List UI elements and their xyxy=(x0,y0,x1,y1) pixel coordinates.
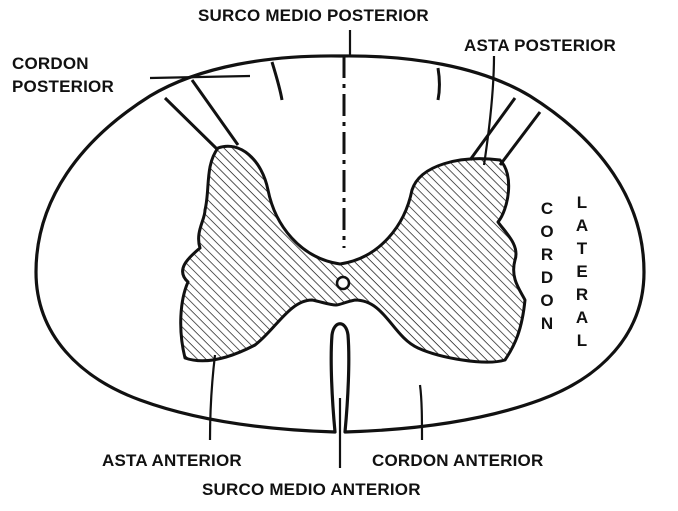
vertical-letter: T xyxy=(572,237,592,260)
leader-asta-posterior xyxy=(484,56,494,165)
posterior-septum-right xyxy=(438,68,440,100)
vertical-letter: R xyxy=(537,243,557,266)
label-cordon-anterior: CORDON ANTERIOR xyxy=(372,451,543,471)
label-cordon-posterior-line1: CORDON xyxy=(12,54,89,74)
posterior-root-right-2 xyxy=(500,112,540,165)
vertical-letter: L xyxy=(572,329,592,352)
label-asta-anterior: ASTA ANTERIOR xyxy=(102,451,242,471)
vertical-letter: O xyxy=(537,220,557,243)
vertical-letter: E xyxy=(572,260,592,283)
vertical-letter: C xyxy=(537,197,557,220)
vertical-letter: D xyxy=(537,266,557,289)
vertical-letter: A xyxy=(572,306,592,329)
vertical-letter: R xyxy=(572,283,592,306)
vertical-letter: N xyxy=(537,312,557,335)
vertical-letter: L xyxy=(572,191,592,214)
label-cordon-posterior-line2: POSTERIOR xyxy=(12,77,114,97)
posterior-root-right xyxy=(470,98,515,160)
central-canal xyxy=(337,277,349,289)
label-surco-medio-posterior: SURCO MEDIO POSTERIOR xyxy=(198,6,429,26)
grey-matter xyxy=(181,146,525,362)
vertical-letter: O xyxy=(537,289,557,312)
label-surco-medio-anterior: SURCO MEDIO ANTERIOR xyxy=(202,480,421,500)
posterior-septum-left xyxy=(272,62,282,100)
leader-asta-anterior xyxy=(210,355,215,440)
label-asta-posterior: ASTA POSTERIOR xyxy=(464,36,616,56)
posterior-root-left-2 xyxy=(192,80,238,145)
vertical-letter: A xyxy=(572,214,592,237)
leader-cordon-posterior xyxy=(150,76,250,78)
leader-cordon-anterior xyxy=(420,385,422,440)
